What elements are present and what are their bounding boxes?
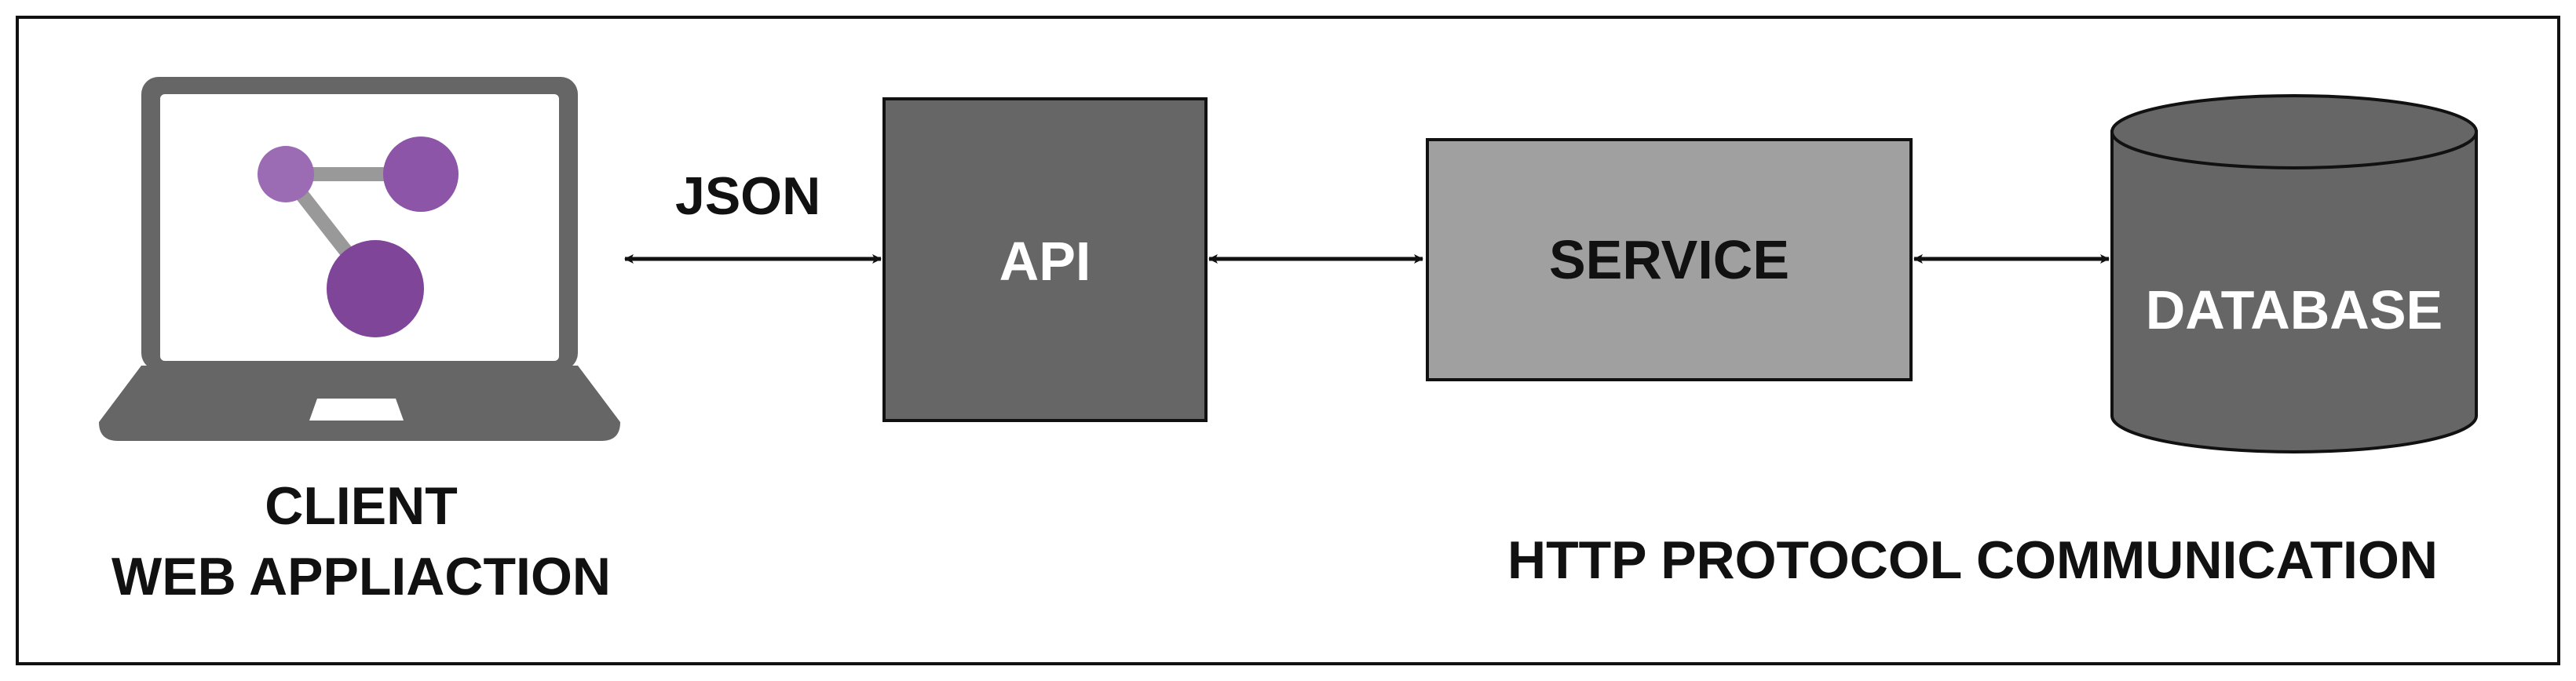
network-graph-icon [258, 137, 459, 337]
database-cylinder [2110, 94, 2478, 453]
graph-node-large [327, 240, 424, 337]
client-label-line2: WEB APPLIACTION [111, 547, 611, 606]
graph-node-medium [383, 137, 459, 212]
graph-node-small [258, 146, 314, 202]
api-box [882, 97, 1208, 422]
client-label: CLIENT WEB APPLIACTION [79, 471, 644, 612]
laptop-icon [99, 77, 620, 441]
api-label: API [999, 231, 1091, 292]
service-box [1426, 138, 1913, 381]
database-label: DATABASE [2145, 279, 2443, 340]
client-label-line1: CLIENT [265, 476, 458, 536]
json-label: JSON [675, 166, 821, 226]
http-protocol-label: HTTP PROTOCOL COMMUNICATION [1507, 530, 2438, 590]
service-label: SERVICE [1548, 229, 1790, 290]
